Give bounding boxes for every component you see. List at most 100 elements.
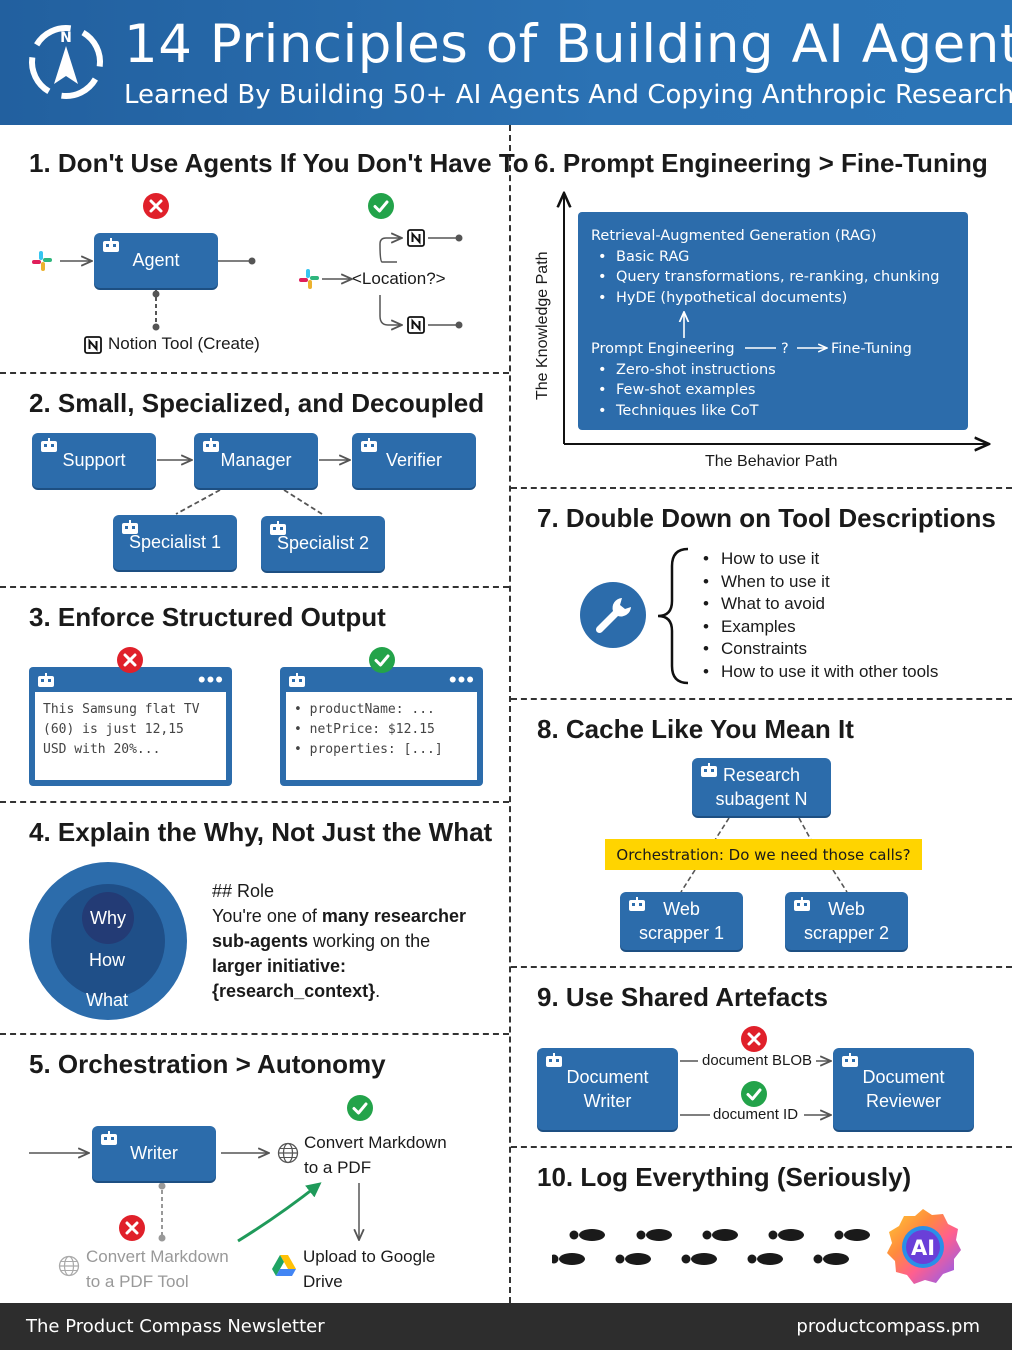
knowledge-path-label: The Knowledge Path — [534, 251, 551, 400]
robot-icon — [841, 1053, 859, 1067]
footprints-icon — [552, 1229, 870, 1265]
robot-icon — [700, 763, 718, 777]
role-text: working on the — [308, 931, 431, 951]
text-line: USD with 20%... — [43, 742, 161, 757]
role-text-bold: many researcher — [321, 906, 466, 926]
s3-title: 3. Enforce Structured Output — [29, 602, 386, 632]
check-mark-icon — [740, 1080, 768, 1108]
robot-icon — [628, 897, 646, 911]
reviewer-line-2: Reviewer — [865, 1091, 942, 1111]
tool-item: How to use it — [703, 548, 938, 571]
divider-s6 — [511, 487, 1012, 489]
unstructured-text: This Samsung flat TV (60) is just 12,15 … — [35, 692, 226, 780]
divider-s4 — [0, 1033, 509, 1035]
rag-box: Retrieval-Augmented Generation (RAG) Bas… — [578, 212, 968, 430]
scrapper-label: scrapper 1 — [638, 923, 725, 943]
check-mark-icon — [368, 646, 396, 674]
unstructured-output-window: ••• This Samsung flat TV (60) is just 12… — [29, 667, 232, 786]
s9-title: 9. Use Shared Artefacts — [537, 982, 828, 1012]
text-line: (60) is just 12,15 — [43, 722, 184, 737]
s5-connectors — [29, 1033, 509, 1243]
robot-icon — [288, 673, 306, 687]
pe-item: Zero-shot instructions — [591, 360, 968, 381]
tool-item: Examples — [703, 616, 938, 639]
divider-s3 — [0, 801, 509, 803]
s9-connectors — [680, 1045, 838, 1135]
s8-connectors — [680, 817, 848, 893]
s8-title: 8. Cache Like You Mean It — [537, 714, 854, 744]
web-label: Web — [828, 898, 865, 919]
research-label: Research — [722, 764, 801, 785]
header: N 14 Principles of Building AI Agents Le… — [0, 0, 1012, 125]
notion-tool-label: Notion Tool (Create) — [108, 334, 260, 353]
robot-icon — [121, 520, 139, 534]
location-label: <Location?> — [352, 269, 446, 288]
role-text: . — [375, 981, 381, 1001]
specialist-1-label: Specialist 1 — [128, 532, 222, 553]
document-writer-box: Document Writer — [537, 1048, 678, 1130]
upload-line-1: Upload to Google — [303, 1247, 436, 1266]
window-dots-icon: ••• — [197, 667, 224, 692]
upload-line-2: Drive — [303, 1272, 343, 1291]
text-line: • netPrice: $12.15 — [294, 722, 435, 737]
logo-letter: N — [60, 30, 72, 46]
role-text-bold: {research_context} — [212, 981, 376, 1001]
pe-item: Techniques like CoT — [591, 401, 968, 422]
curly-brace-icon — [657, 547, 689, 685]
writer-line-2: Writer — [583, 1091, 632, 1111]
check-mark-icon — [346, 1094, 374, 1122]
tool-item: How to use it with other tools — [703, 661, 938, 684]
text-line: This Samsung flat TV — [43, 702, 200, 717]
research-subagent-box: Research subagent N — [692, 758, 831, 816]
web-scrapper-1-box: Web scrapper 1 — [620, 892, 743, 950]
verifier-box: Verifier — [352, 433, 476, 488]
column-divider — [509, 125, 511, 1303]
s5-title: 5. Orchestration > Autonomy — [29, 1049, 386, 1079]
x-mark-icon — [118, 1214, 146, 1242]
role-prompt: ## Role You're one of many researcher su… — [212, 879, 466, 1004]
writer-line-1: Document — [566, 1066, 649, 1087]
behavior-path-label: The Behavior Path — [705, 453, 838, 470]
rag-item: Query transformations, re-ranking, chunk… — [591, 267, 968, 288]
robot-icon — [545, 1053, 563, 1067]
robot-icon — [40, 438, 58, 452]
role-text-bold: larger initiative: — [212, 956, 347, 976]
divider-s1 — [0, 372, 509, 374]
specialist-2-box: Specialist 2 — [261, 516, 385, 571]
writer-label: Writer — [130, 1143, 178, 1164]
convert-pdf-tool-label: Convert Markdown to a PDF Tool — [86, 1244, 229, 1294]
why-how-what-circles — [29, 862, 187, 1020]
s1-title: 1. Don't Use Agents If You Don't Have To — [29, 148, 529, 178]
convert-line-1: Convert Markdown — [304, 1133, 447, 1152]
robot-icon — [793, 897, 811, 911]
compass-logo-icon: N — [29, 25, 103, 99]
document-reviewer-box: Document Reviewer — [833, 1048, 974, 1130]
robot-icon — [202, 438, 220, 452]
prompt-engineering-label: Prompt Engineering — [591, 341, 735, 357]
question-label: ? — [781, 341, 789, 357]
fine-tuning-label: Fine-Tuning — [831, 341, 912, 357]
reviewer-line-1: Document — [862, 1066, 945, 1087]
manager-box: Manager — [194, 433, 318, 488]
text-line: • properties: [...] — [294, 742, 443, 757]
role-text-bold: sub-agents — [212, 931, 309, 951]
rag-arrows — [578, 212, 968, 430]
why-label: Why — [90, 908, 126, 928]
document-blob-label: document BLOB — [702, 1052, 813, 1069]
website-link[interactable]: productcompass.pm — [796, 1316, 980, 1337]
what-label: What — [86, 990, 129, 1010]
convert-pdf-label: Convert Markdown to a PDF — [304, 1130, 447, 1180]
web-scrapper-2-box: Web scrapper 2 — [785, 892, 908, 950]
page-subtitle: Learned By Building 50+ AI Agents And Co… — [124, 80, 1012, 110]
robot-icon — [37, 673, 55, 687]
footer: The Product Compass Newsletter productco… — [0, 1303, 1012, 1350]
subagent-label: subagent N — [715, 789, 808, 809]
x-mark-icon — [740, 1025, 768, 1053]
tool-description-list: How to use it When to use it What to avo… — [703, 548, 938, 683]
agent-box: Agent — [94, 233, 218, 288]
document-id-label: document ID — [713, 1106, 799, 1123]
tool-item: When to use it — [703, 571, 938, 594]
support-label: Support — [62, 450, 126, 471]
tool-line-1: Convert Markdown — [86, 1247, 229, 1266]
s7-title: 7. Double Down on Tool Descriptions — [537, 503, 996, 533]
